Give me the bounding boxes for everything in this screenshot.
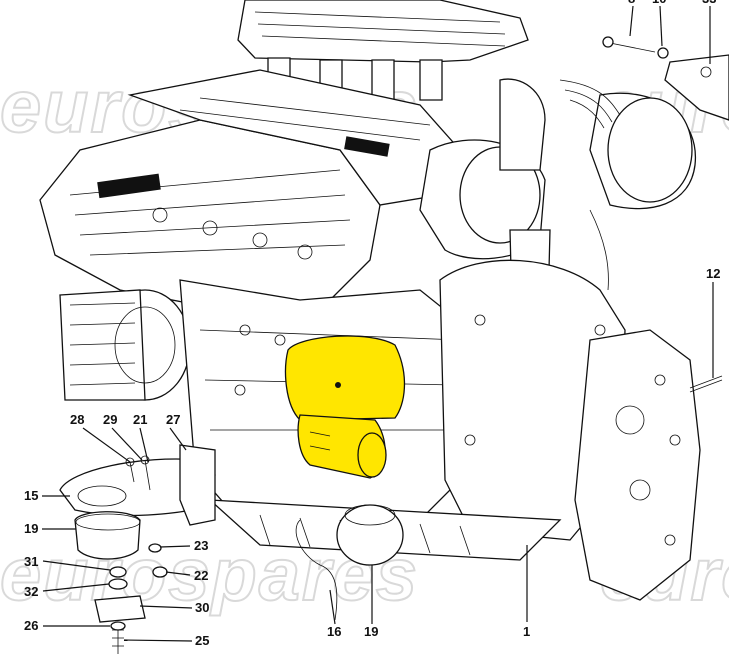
air-filter-center (419, 78, 546, 260)
callout-12: 12 (706, 266, 720, 281)
callout-32: 32 (24, 584, 38, 599)
rubber-mount (74, 511, 141, 560)
callout-26: 26 (24, 618, 38, 633)
engine-mount-bracket (59, 444, 216, 526)
right-cam-cover (127, 69, 461, 206)
leader-lines (42, 5, 714, 642)
callout-16: 16 (327, 624, 341, 639)
mount-washers (108, 543, 168, 590)
alternator (59, 289, 191, 401)
gearbox-end-cover (574, 329, 701, 601)
mount-bolts (125, 455, 151, 491)
fuel-lines (559, 79, 621, 291)
oil-filter (336, 504, 404, 566)
callout-10: 10 (652, 0, 666, 6)
callout-31: 31 (24, 554, 38, 569)
callout-8: 8 (628, 0, 635, 6)
callout-15: 15 (24, 488, 38, 503)
callout-28: 28 (70, 412, 84, 427)
air-filter-right (589, 92, 697, 210)
callout-22: 22 (194, 568, 208, 583)
callout-29: 29 (103, 412, 117, 427)
left-cam-cover (39, 119, 381, 316)
starter-motor-highlighted[interactable] (284, 335, 406, 479)
callout-21: 21 (133, 412, 147, 427)
callout-25: 25 (195, 633, 209, 648)
callout-27: 27 (166, 412, 180, 427)
callout-30: 30 (195, 600, 209, 615)
gearbox-stud (689, 375, 723, 393)
callout-19-filter: 19 (364, 624, 378, 639)
dipstick-tube (295, 519, 338, 621)
mount-base (94, 595, 146, 654)
top-right-bracket (602, 36, 729, 121)
callout-33: 33 (702, 0, 716, 6)
callout-labels: 8 10 33 12 28 29 21 27 15 19 23 31 22 32… (24, 0, 720, 648)
callout-1: 1 (523, 624, 530, 639)
callout-19-mount: 19 (24, 521, 38, 536)
callout-23: 23 (194, 538, 208, 553)
